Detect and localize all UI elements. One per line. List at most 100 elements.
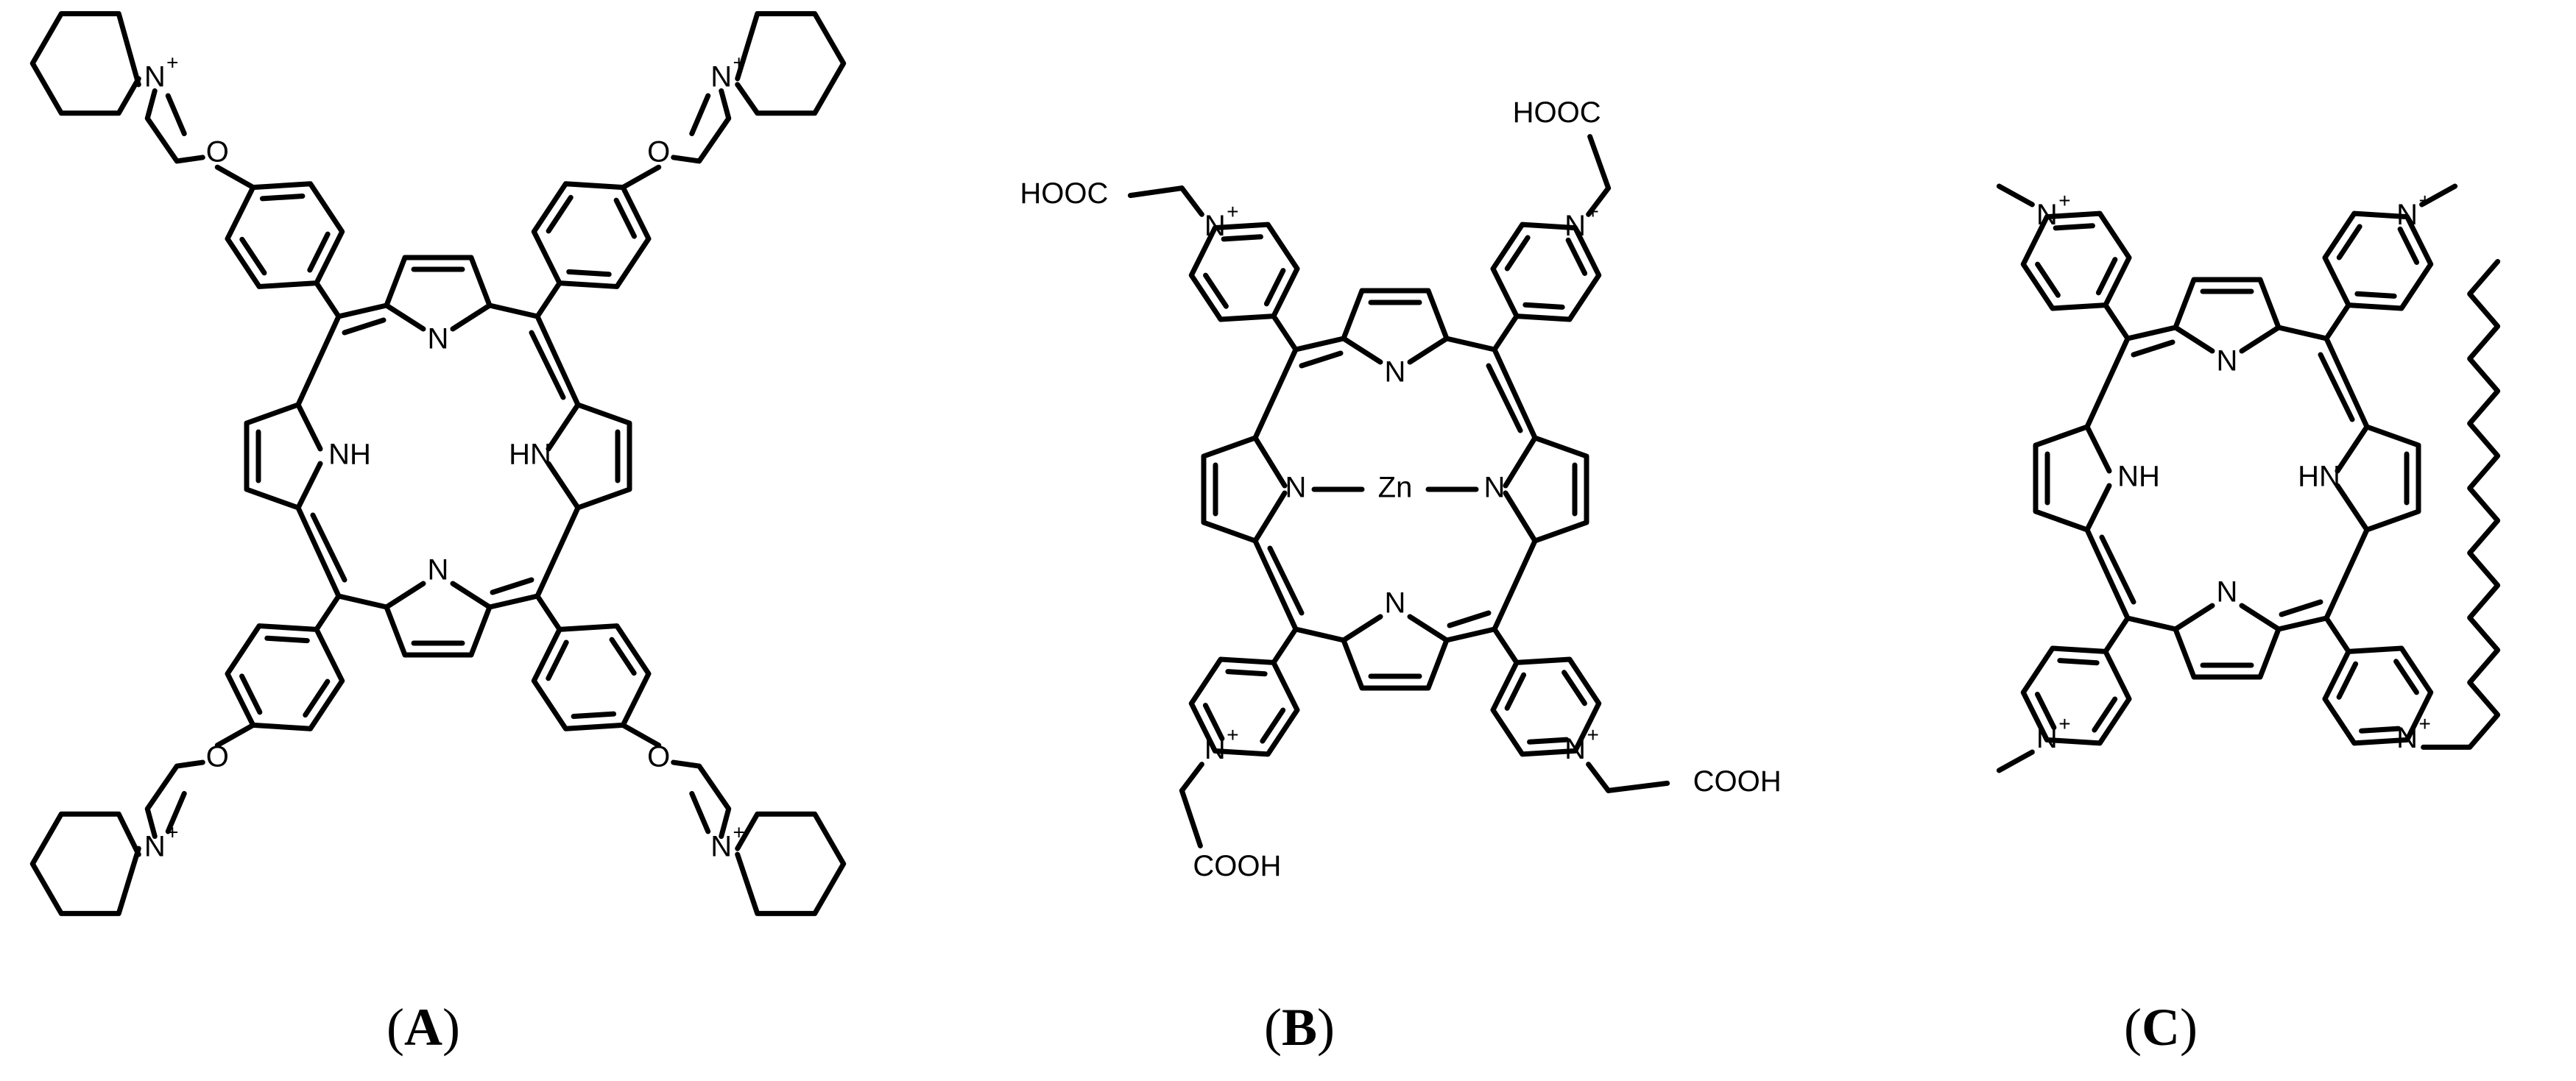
ammonium-label: N: [144, 60, 166, 93]
charge-plus: +: [2418, 712, 2430, 735]
bond: [1341, 336, 1383, 365]
ammonium-label: N: [710, 831, 732, 863]
bond: [2099, 534, 2136, 605]
bond: [546, 461, 581, 511]
bond: [1492, 313, 1520, 352]
oxygen-label: O: [206, 136, 229, 169]
bond: [165, 790, 187, 834]
bond: [2053, 223, 2095, 231]
porphyrin-edge: [244, 313, 342, 599]
bond: [2095, 257, 2118, 296]
bond: [214, 722, 256, 748]
bond: [1179, 787, 1203, 848]
pyridinium-label: N: [1204, 733, 1226, 765]
pyridinium-label: N: [2036, 199, 2058, 231]
bond: [490, 577, 534, 595]
bond: [2173, 325, 2215, 354]
bond: [689, 93, 711, 137]
bond: [295, 461, 323, 511]
oxygen-label: O: [206, 741, 229, 773]
bond: [264, 635, 310, 644]
zinc-label: Zn: [1378, 472, 1413, 504]
bond: [2103, 302, 2131, 341]
aromatic-ring: [1490, 656, 1602, 757]
bond: [566, 269, 612, 277]
bond: [1179, 185, 1204, 217]
bond: [2084, 483, 2112, 533]
caption-b: (B): [1264, 998, 1335, 1057]
bond: [613, 197, 637, 239]
bond: [239, 673, 263, 715]
nitrogen-label: N: [1385, 356, 1406, 389]
aromatic-ring: [2322, 210, 2434, 311]
bond: [2173, 603, 2215, 632]
bond: [295, 402, 323, 452]
pyridinium-label: N: [2036, 722, 2058, 754]
bond: [1522, 302, 1565, 310]
bond: [259, 193, 306, 202]
bond: [2419, 183, 2458, 208]
porphyrin-edge: [2125, 277, 2329, 341]
porphyrin-edge: [1293, 288, 1497, 352]
bond: [689, 790, 711, 834]
caption-c: (C): [2124, 998, 2198, 1057]
aromatic-ring: [1188, 656, 1300, 757]
aromatic-ring: [2322, 645, 2434, 746]
pyridinium-label: N: [1564, 733, 1586, 765]
piperidine-ring: [735, 11, 847, 116]
oxygen-label: O: [647, 741, 670, 773]
bond: [1586, 762, 1612, 793]
bond: [310, 512, 347, 583]
ethylene-linker: [144, 759, 205, 840]
bond: [314, 593, 342, 632]
bond: [2239, 325, 2282, 354]
bond: [1267, 545, 1305, 616]
bond: [1263, 268, 1286, 307]
charge-plus: +: [2058, 189, 2070, 212]
piperidine-ring: [29, 811, 141, 916]
bond: [2279, 599, 2323, 617]
bond: [450, 581, 493, 610]
bond: [1503, 490, 1538, 544]
carboxyl-label: HOOC: [1020, 177, 1108, 210]
ethylene-linker: [671, 759, 732, 840]
bond: [384, 581, 426, 610]
bond: [620, 164, 662, 191]
bond: [2336, 661, 2359, 700]
bond: [2336, 224, 2362, 260]
bond: [1341, 614, 1383, 643]
nitrogen-label: N: [2217, 576, 2238, 609]
bond: [1492, 626, 1520, 665]
bond: [450, 302, 493, 332]
bond: [2034, 692, 2057, 731]
pyridinium-label: N: [1204, 210, 1226, 242]
hn-label: HN: [2298, 461, 2340, 493]
bond: [2131, 339, 2176, 358]
charge-plus: +: [1587, 723, 1598, 746]
bond: [1504, 235, 1531, 272]
bond: [1606, 780, 1670, 793]
porphyrin-edge: [336, 255, 540, 319]
bond: [1252, 435, 1288, 489]
nitrogen-label: N: [2217, 345, 2238, 378]
nitrogen-label: N: [428, 554, 449, 586]
nitrogen-label: N: [428, 323, 449, 355]
bond: [1586, 185, 1612, 217]
bond: [239, 236, 267, 276]
bond: [1203, 272, 1229, 309]
charge-plus: +: [1227, 723, 1238, 746]
ammonium-label: N: [144, 831, 166, 863]
porphyrin-edge: [2033, 336, 2131, 621]
ethylene-linker: [144, 88, 205, 164]
piperidine-ring: [29, 11, 141, 116]
ethylene-linker: [671, 88, 732, 164]
bond: [1587, 134, 1612, 191]
bond: [1221, 234, 1263, 242]
bond: [2323, 302, 2351, 341]
oxygen-label: O: [647, 136, 670, 169]
bond: [1527, 737, 1570, 745]
bond: [1447, 610, 1492, 628]
bond: [1202, 703, 1225, 742]
bond: [2323, 615, 2351, 654]
